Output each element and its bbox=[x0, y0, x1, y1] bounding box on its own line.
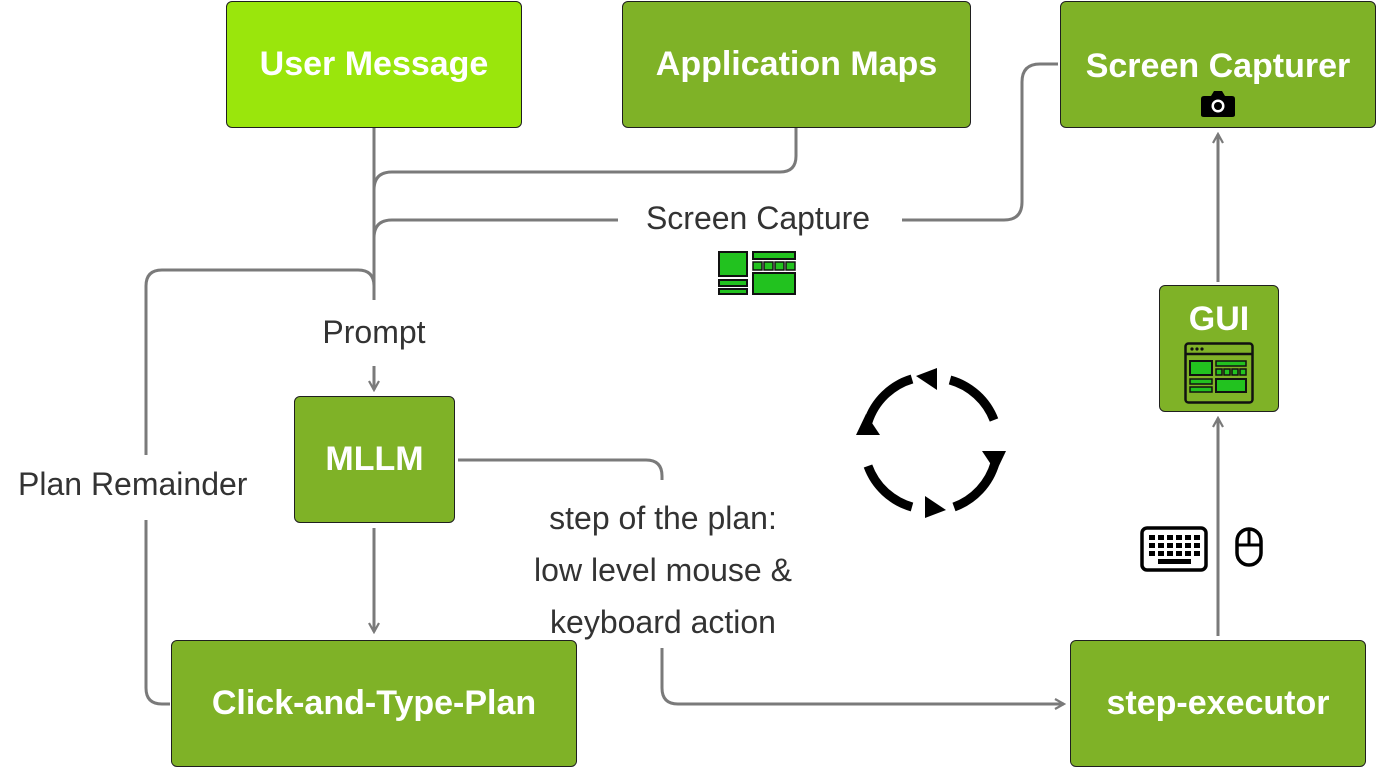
gui-window-icon bbox=[1184, 342, 1254, 404]
wire-plan-remainder-top bbox=[144, 268, 376, 455]
step-executor-node: step-executor bbox=[1070, 640, 1366, 767]
gui-label: GUI bbox=[1188, 300, 1250, 338]
wire-mllm-step-out bbox=[458, 458, 664, 480]
step-executor-label: step-executor bbox=[1106, 684, 1330, 722]
screen-layout-icon bbox=[718, 251, 796, 295]
user-message-label: User Message bbox=[259, 45, 489, 83]
mllm-label: MLLM bbox=[325, 440, 424, 478]
step-of-plan-label: step of the plan: low level mouse & keyb… bbox=[498, 492, 828, 648]
keyboard-icon bbox=[1140, 526, 1208, 572]
user-message-node: User Message bbox=[226, 1, 522, 128]
camera-icon bbox=[1201, 91, 1235, 117]
wire-application-maps bbox=[372, 128, 798, 191]
wire-screen-capture-right bbox=[902, 62, 1058, 222]
screen-capture-label: Screen Capture bbox=[645, 200, 871, 236]
cycle-icon bbox=[856, 368, 1006, 518]
application-maps-label: Application Maps bbox=[655, 45, 938, 83]
application-maps-node: Application Maps bbox=[622, 1, 971, 128]
wire-plan-remainder-bottom bbox=[144, 520, 170, 706]
step-label-line-2: low level mouse & bbox=[534, 552, 792, 588]
arrow-step-to-executor bbox=[660, 648, 1064, 704]
step-label-line-3: keyboard action bbox=[550, 604, 776, 640]
step-label-line-1: step of the plan: bbox=[549, 500, 777, 536]
gui-node: GUI bbox=[1159, 285, 1279, 412]
mllm-node: MLLM bbox=[294, 396, 455, 523]
screen-capturer-label: Screen Capturer bbox=[1085, 47, 1351, 85]
plan-remainder-label: Plan Remainder bbox=[18, 466, 248, 502]
wire-screen-capture-left bbox=[372, 218, 618, 239]
click-and-type-plan-node: Click-and-Type-Plan bbox=[171, 640, 577, 767]
mouse-icon bbox=[1235, 527, 1263, 567]
screen-capturer-node: Screen Capturer bbox=[1060, 1, 1376, 128]
click-and-type-plan-label: Click-and-Type-Plan bbox=[211, 684, 537, 722]
prompt-label: Prompt bbox=[322, 314, 426, 350]
